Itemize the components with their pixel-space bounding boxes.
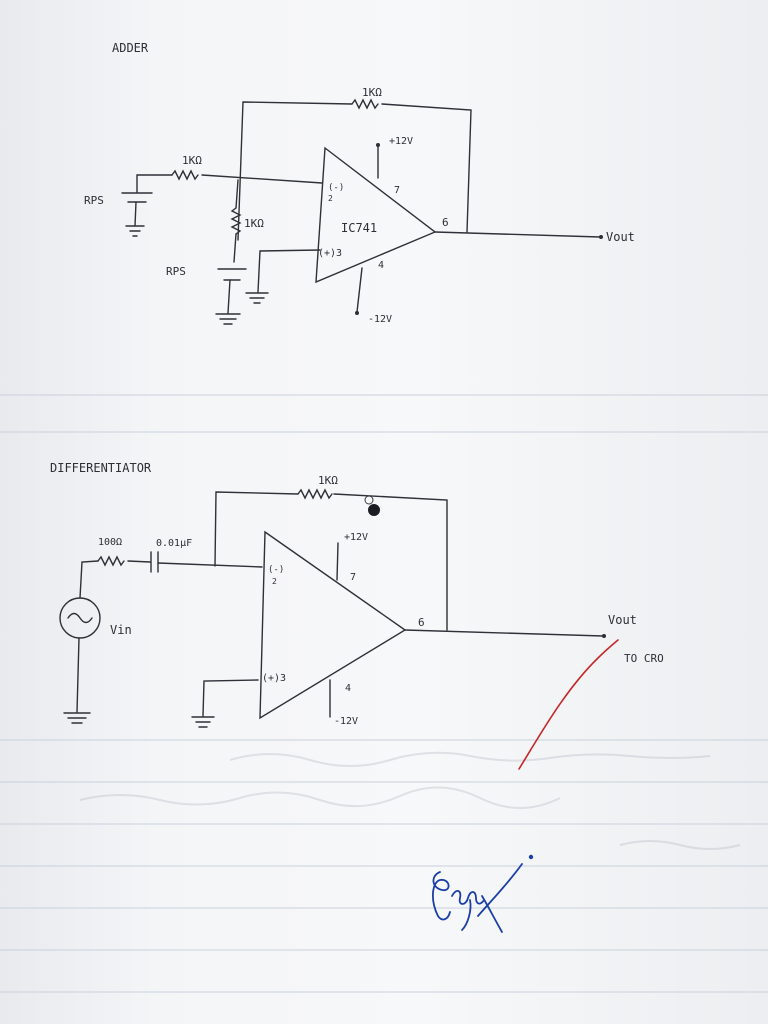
- diff-pin-noninverting: (+)3: [262, 673, 286, 684]
- show-through-handwriting: [79, 751, 741, 850]
- adder-input-resistor: [171, 169, 199, 181]
- differentiator-circuit: DIFFERENTIATOR 1KΩ Vin 100Ω 0.01µF (-) 2…: [50, 461, 664, 728]
- diff-pin-6: 6: [418, 616, 425, 629]
- ruled-lines: [0, 394, 768, 993]
- adder-input-wire-to-pin2: [201, 174, 323, 184]
- adder-opamp-label: IC741: [341, 221, 377, 235]
- adder-pin-inverting-number: 2: [328, 194, 333, 203]
- diff-input-resistor-label: 100Ω: [98, 537, 122, 548]
- diff-feedback-resistor: [297, 488, 333, 500]
- diff-pin-7: 7: [350, 572, 356, 583]
- adder-feedback-wire-left: [237, 101, 353, 241]
- adder-source-label-bottom: RPS: [166, 265, 186, 278]
- diff-supply-neg-label: -12V: [334, 716, 358, 727]
- adder-battery2-lead: [227, 279, 231, 314]
- diff-capacitor-to-pin2: [157, 562, 263, 568]
- adder-output-label: Vout: [606, 230, 635, 244]
- diff-output-wire: [404, 629, 604, 637]
- ink-blot: [368, 504, 380, 516]
- diff-source-wire-bottom: [76, 637, 80, 713]
- adder-circuit: ADDER 1KΩ 1KΩ RPS 1KΩ RPS: [84, 41, 635, 325]
- adder-branch-wire-lower: [233, 233, 237, 263]
- adder-opamp-triangle: [315, 146, 437, 284]
- adder-output-wire: [434, 231, 601, 238]
- adder-pin-7: 7: [394, 185, 400, 196]
- diff-input-wire: [127, 560, 151, 563]
- differentiator-title: DIFFERENTIATOR: [50, 461, 152, 475]
- diff-feedback-wire-right: [333, 493, 448, 631]
- diff-capacitor-label: 0.01µF: [156, 538, 192, 549]
- signature: [432, 854, 534, 933]
- diff-output-note: TO CRO: [624, 652, 664, 665]
- adder-noninverting-wire: [257, 249, 321, 293]
- adder-pin-6: 6: [442, 216, 449, 229]
- diff-pin-4: 4: [345, 683, 351, 694]
- diff-pin-inverting: (-): [268, 565, 284, 575]
- diff-supply-pos-label: +12V: [344, 532, 368, 543]
- adder-pin-noninverting: (+)3: [318, 248, 342, 259]
- red-check-mark: [518, 639, 619, 770]
- adder-source-label-top: RPS: [84, 194, 104, 207]
- adder-supply-neg-wire: [356, 267, 363, 313]
- diff-source-wire-top: [79, 560, 99, 599]
- diff-noninverting-wire: [202, 679, 259, 717]
- adder-second-resistor-label: 1KΩ: [244, 217, 264, 230]
- diff-source-label: Vin: [110, 623, 132, 637]
- sine-wave-icon: [67, 612, 93, 624]
- adder-feedback-resistor: [351, 98, 379, 110]
- adder-pin-4: 4: [378, 260, 384, 271]
- adder-feedback-wire-right: [381, 103, 472, 233]
- diff-input-resistor: [97, 555, 125, 567]
- diff-output-label: Vout: [608, 613, 637, 627]
- diff-feedback-resistor-label: 1KΩ: [318, 474, 338, 487]
- adder-battery-lead: [134, 201, 137, 227]
- adder-pin-inverting: (-): [328, 183, 344, 193]
- diff-pin-inverting-number: 2: [272, 577, 277, 586]
- diff-supply-pos-wire: [336, 542, 339, 581]
- adder-second-resistor: [230, 207, 242, 235]
- diff-feedback-wire-left: [214, 491, 299, 567]
- adder-supply-pos-label: +12V: [389, 136, 413, 147]
- adder-input-resistor-label: 1KΩ: [182, 154, 202, 167]
- diff-opamp-triangle: [259, 530, 407, 720]
- adder-feedback-resistor-label: 1KΩ: [362, 86, 382, 99]
- adder-branch-wire: [235, 179, 239, 209]
- adder-title: ADDER: [112, 41, 149, 55]
- adder-supply-neg-label: -12V: [368, 314, 392, 325]
- adder-input-wire: [136, 174, 173, 193]
